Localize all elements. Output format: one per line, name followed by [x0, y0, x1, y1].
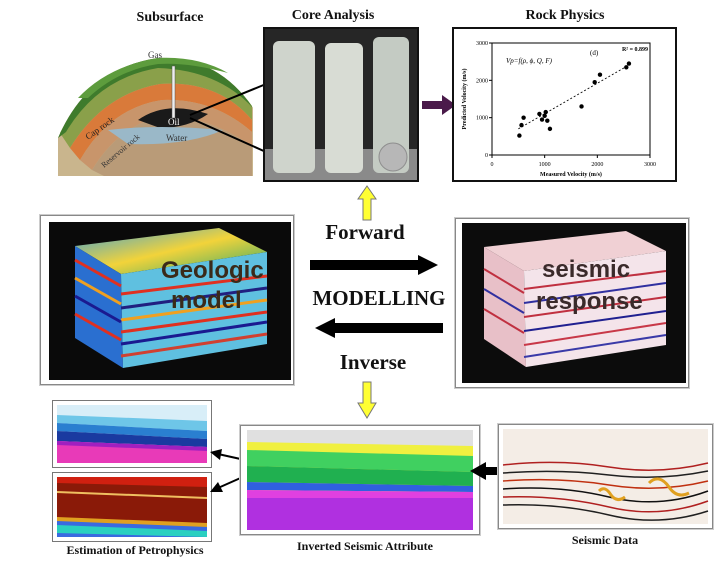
estimation-caption: Estimation of Petrophysics	[66, 543, 204, 557]
x-axis-label: Measured Velocity (m/s)	[540, 171, 602, 178]
seismic-data-caption: Seismic Data	[571, 533, 639, 547]
data-point	[592, 80, 597, 85]
forward-right-arrow	[310, 255, 438, 275]
data-point	[624, 65, 629, 70]
oil-label: Oil	[168, 117, 180, 127]
y-tick-label: 2000	[476, 78, 488, 84]
plot-frame	[491, 42, 651, 156]
connector-lines	[189, 83, 267, 153]
core-analysis-photo	[263, 27, 419, 182]
trend-line	[518, 63, 632, 130]
geologic-model-panel: Geologic model	[40, 215, 294, 385]
petrophysics-panel-bottom	[52, 472, 212, 542]
rock-physics-title: Rock Physics	[525, 8, 605, 23]
petrophysics-panel-top	[52, 400, 212, 468]
data-point	[517, 133, 522, 138]
y-tick-label: 1000	[476, 116, 488, 122]
subsurface-illustration: Gas Cap rock Oil Water Reservoir rock	[48, 28, 260, 176]
x-tick-label: 3000	[644, 162, 656, 168]
data-point	[537, 111, 542, 117]
data-point	[579, 104, 584, 109]
inverse-left-arrow	[315, 318, 443, 338]
water-label: Water	[166, 133, 187, 143]
subsurface-title: Subsurface	[136, 10, 204, 25]
panel-label: (d)	[590, 49, 599, 57]
equation-label: Vp=f(ρ, ϕ, Q, F)	[506, 57, 553, 65]
core-to-rockphysics-arrow	[422, 95, 456, 115]
inverse-label: Inverse	[339, 350, 407, 374]
data-point	[521, 115, 526, 120]
data-point	[626, 61, 632, 66]
data-point	[542, 113, 547, 119]
y-tick-label: 0	[485, 153, 488, 159]
r2-label: R² = 0.899	[622, 47, 648, 53]
modelling-label: MODELLING	[312, 286, 446, 310]
data-point	[545, 118, 550, 123]
data-point	[543, 109, 548, 115]
seismic-label-line2: response	[536, 288, 643, 315]
gas-label: Gas	[148, 50, 162, 60]
geologic-label-line2: model	[171, 287, 242, 314]
x-tick-label: 0	[491, 162, 494, 168]
inverted-attribute-panel	[240, 425, 480, 535]
y-tick-label: 3000	[476, 41, 488, 47]
x-tick-label: 2000	[591, 162, 603, 168]
seismic-data-panel	[498, 424, 713, 529]
x-tick-label: 1000	[539, 162, 551, 168]
y-axis-label: Predicted Velocity (m/s)	[461, 69, 468, 130]
data-point	[597, 72, 603, 77]
seismic-response-panel: seismic response	[455, 218, 689, 388]
seismic-label-line1: seismic	[542, 256, 630, 283]
data-point	[547, 126, 553, 132]
inverted-caption: Inverted Seismic Attribute	[297, 539, 433, 553]
data-point	[519, 122, 524, 128]
data-point	[539, 117, 545, 122]
forward-up-arrow	[357, 185, 377, 221]
seismic-to-inverted-arrow	[470, 462, 506, 480]
geologic-label-line1: Geologic	[161, 257, 264, 284]
inverse-down-arrow	[357, 381, 377, 419]
forward-label: Forward	[325, 220, 405, 244]
core-analysis-title: Core Analysis	[291, 8, 375, 23]
